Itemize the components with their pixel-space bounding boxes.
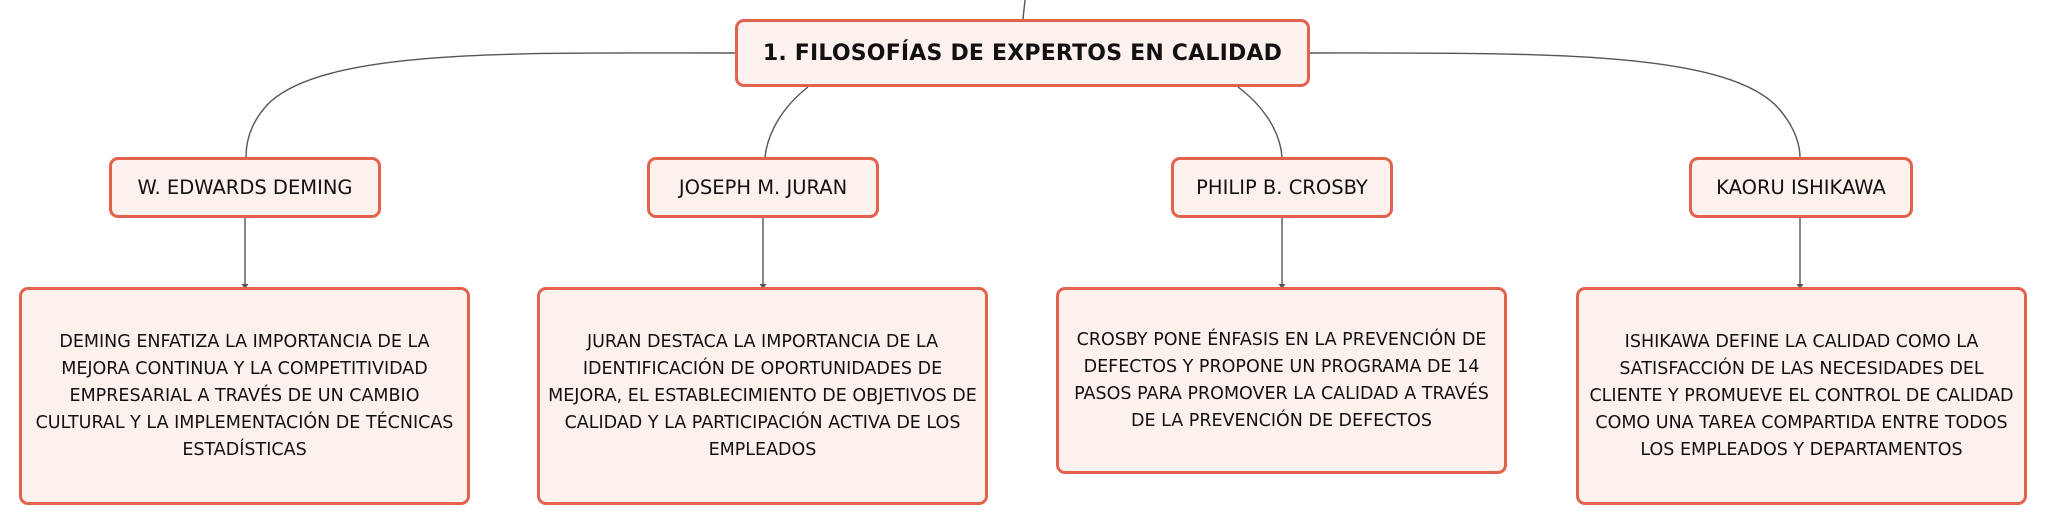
description-text-juran: JURAN DESTACA LA IMPORTANCIA DE LA IDENT… bbox=[548, 331, 977, 460]
description-text-deming: DEMING ENFATIZA LA IMPORTANCIA DE LA MEJ… bbox=[35, 331, 454, 460]
expert-name-juran: JOSEPH M. JURAN bbox=[678, 176, 848, 199]
expert-name-ishikawa: KAORU ISHIKAWA bbox=[1716, 176, 1886, 199]
description-text-ishikawa: ISHIKAWA DEFINE LA CALIDAD COMO LA SATIS… bbox=[1589, 331, 2014, 460]
arrowhead-juran bbox=[759, 284, 767, 289]
arrowhead-deming bbox=[241, 284, 249, 289]
description-node-juran[interactable]: JURAN DESTACA LA IMPORTANCIA DE LA IDENT… bbox=[537, 287, 988, 505]
arrowhead-ishikawa bbox=[1796, 284, 1804, 289]
connector-parent bbox=[1022, 0, 1026, 20]
description-node-deming[interactable]: DEMING ENFATIZA LA IMPORTANCIA DE LA MEJ… bbox=[19, 287, 470, 505]
description-text-crosby: CROSBY PONE ÉNFASIS EN LA PREVENCIÓN DE … bbox=[1074, 329, 1489, 431]
root-title: 1. FILOSOFÍAS DE EXPERTOS EN CALIDAD bbox=[762, 40, 1283, 66]
expert-node-ishikawa[interactable]: KAORU ISHIKAWA bbox=[1689, 157, 1913, 218]
description-node-ishikawa[interactable]: ISHIKAWA DEFINE LA CALIDAD COMO LA SATIS… bbox=[1576, 287, 2027, 505]
connector-root-ishikawa bbox=[1309, 52, 1801, 158]
connector-root-crosby bbox=[1237, 86, 1283, 158]
connector-root-deming bbox=[245, 52, 736, 158]
connector-root-juran bbox=[764, 86, 809, 158]
expert-node-deming[interactable]: W. EDWARDS DEMING bbox=[109, 157, 381, 218]
expert-name-crosby: PHILIP B. CROSBY bbox=[1196, 176, 1368, 199]
arrowhead-crosby bbox=[1278, 284, 1286, 289]
description-node-crosby[interactable]: CROSBY PONE ÉNFASIS EN LA PREVENCIÓN DE … bbox=[1056, 287, 1507, 474]
root-node[interactable]: 1. FILOSOFÍAS DE EXPERTOS EN CALIDAD bbox=[735, 19, 1310, 87]
expert-node-juran[interactable]: JOSEPH M. JURAN bbox=[647, 157, 879, 218]
expert-name-deming: W. EDWARDS DEMING bbox=[137, 176, 353, 199]
expert-node-crosby[interactable]: PHILIP B. CROSBY bbox=[1171, 157, 1393, 218]
